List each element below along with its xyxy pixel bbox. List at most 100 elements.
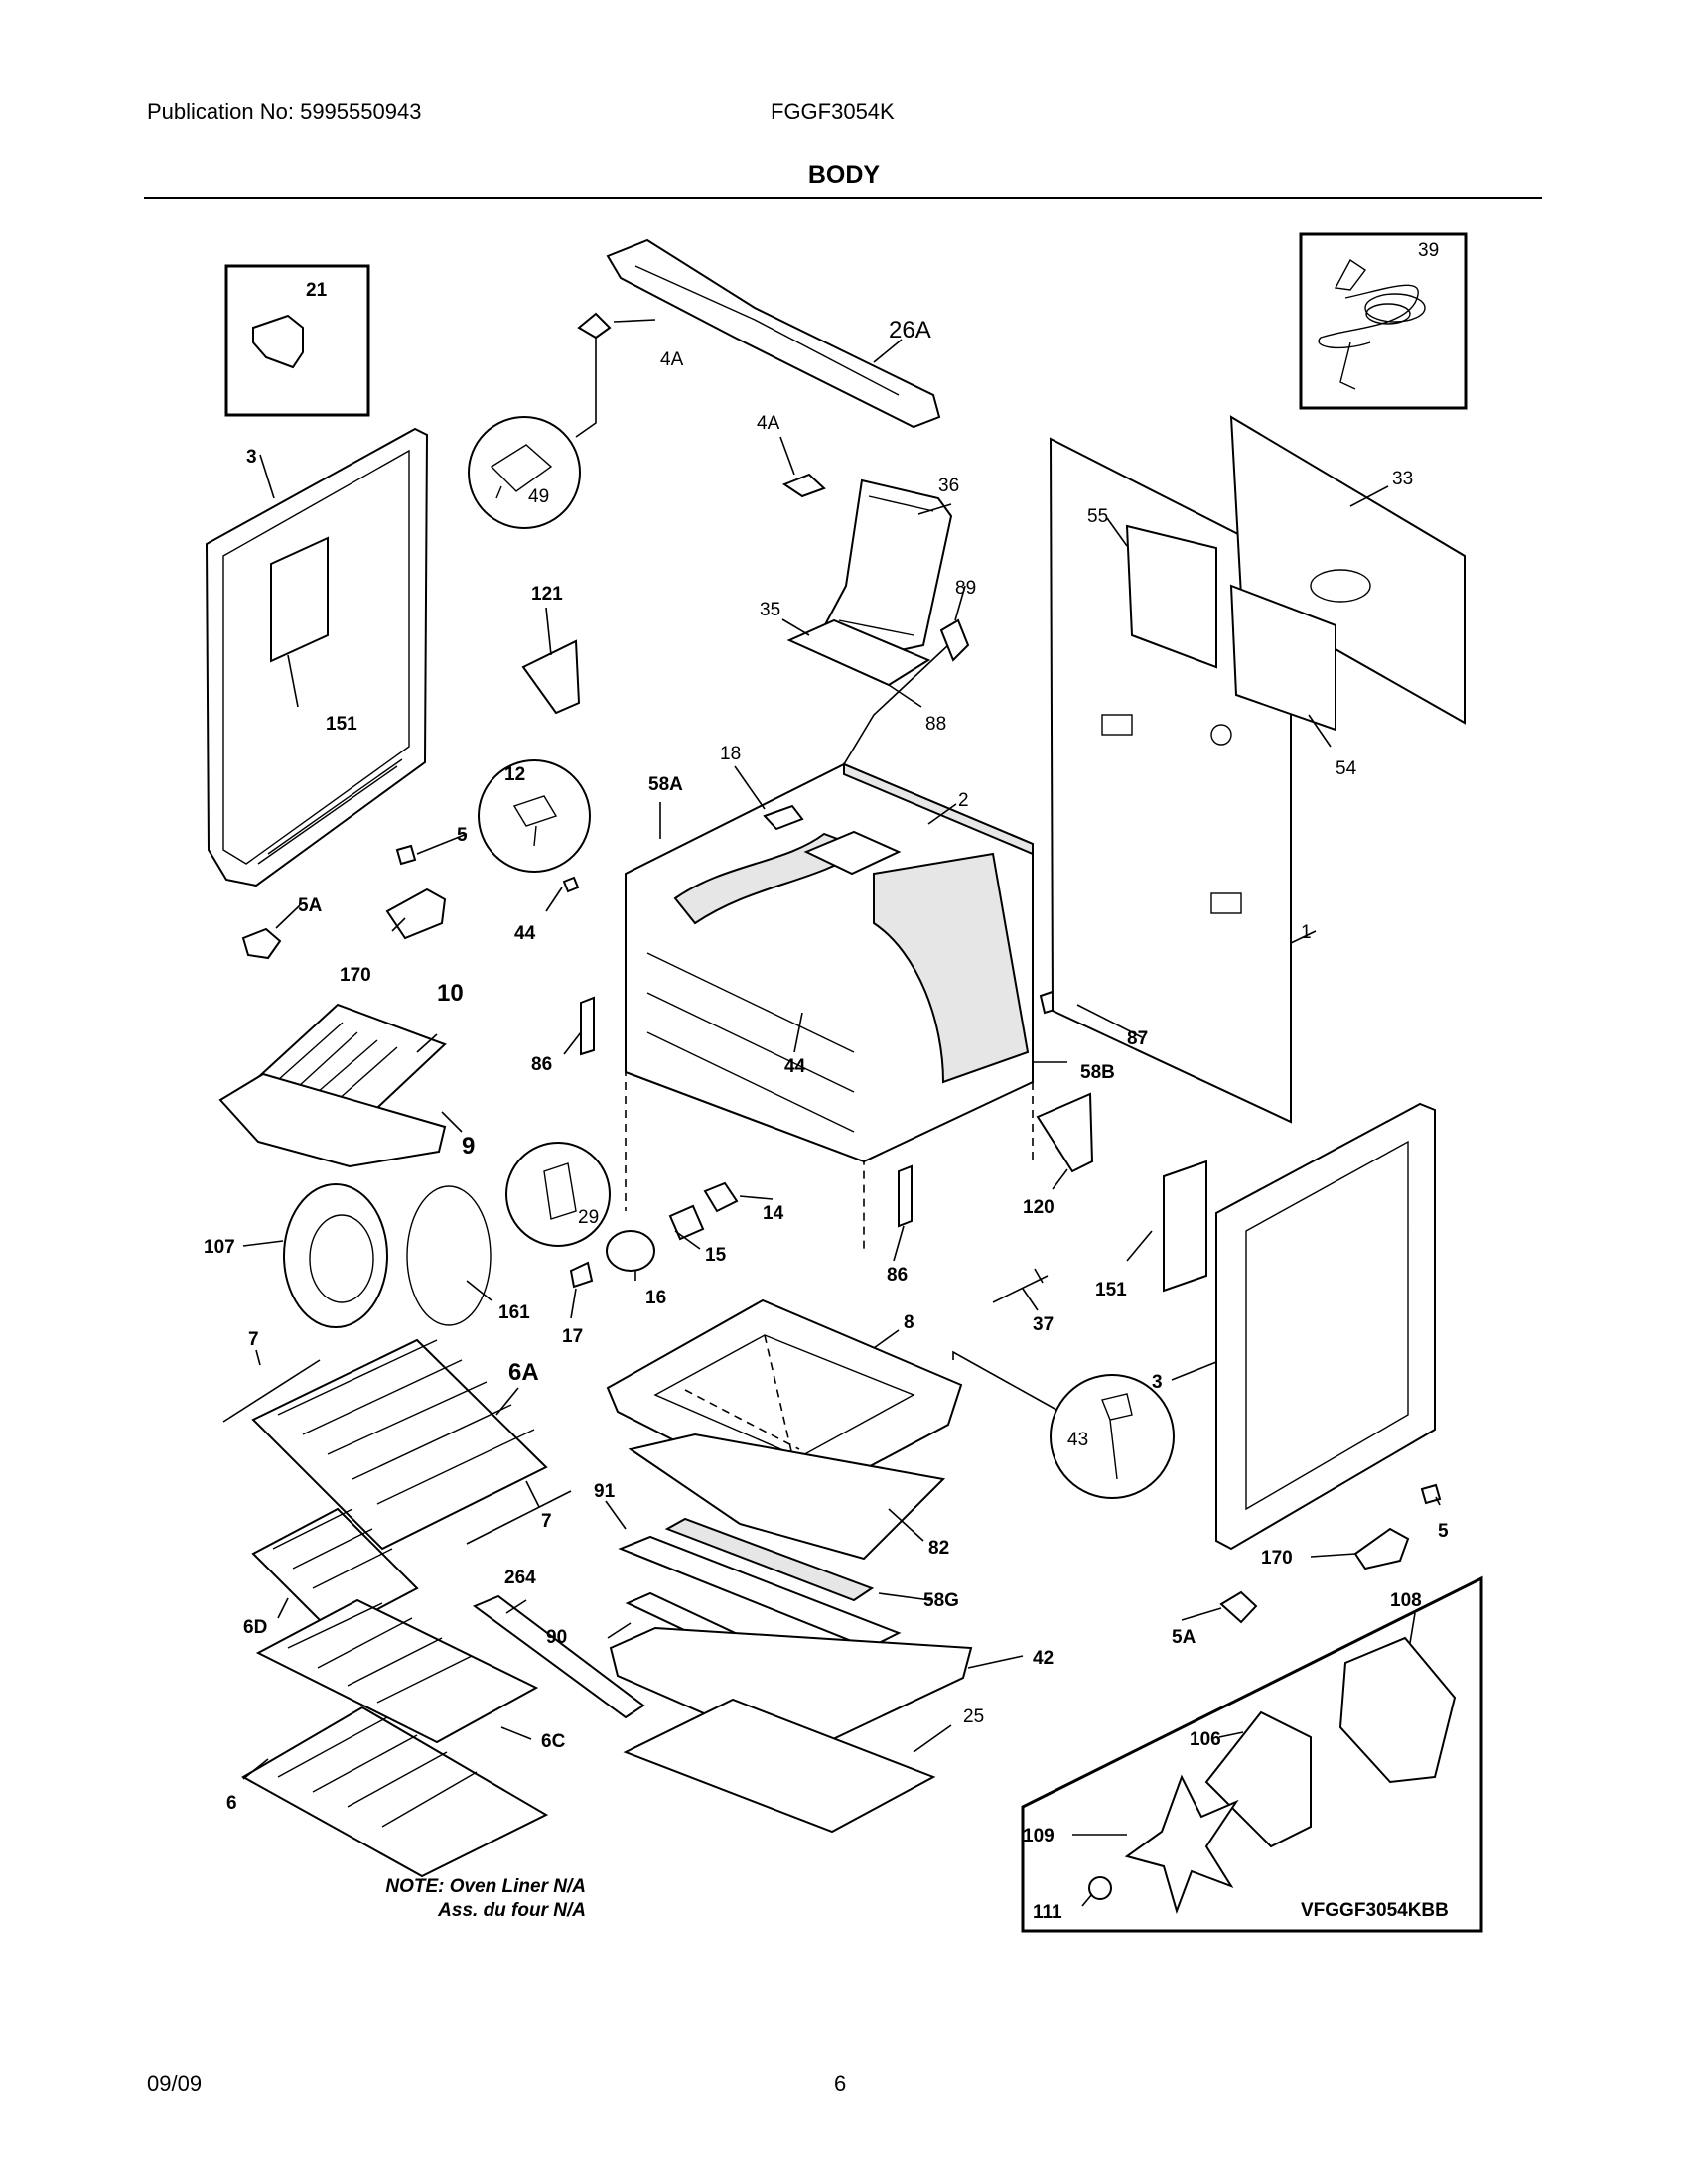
callout-106: 106	[1190, 1729, 1221, 1750]
callout-107: 107	[204, 1237, 235, 1258]
callout-86-left: 86	[531, 1054, 552, 1075]
callout-86-bottom: 86	[887, 1265, 908, 1286]
inset-box-fan	[1021, 1575, 1483, 1933]
callout-5a-right: 5A	[1172, 1627, 1196, 1648]
part-106-motor-bracket	[1204, 1710, 1312, 1848]
publication-number: Publication No: 5995550943	[147, 99, 422, 124]
callout-17: 17	[562, 1326, 583, 1347]
note-line-1: NOTE: Oven Liner N/A	[385, 1876, 586, 1897]
part-15-light-bulb	[668, 1204, 705, 1241]
callout-29: 29	[578, 1207, 599, 1228]
callout-111: 111	[1033, 1902, 1062, 1923]
callout-170-left: 170	[340, 965, 371, 986]
model-number: FGGF3054K	[771, 99, 895, 124]
callout-6: 6	[226, 1793, 237, 1814]
part-1-back-panel	[1049, 437, 1292, 1124]
callout-44-left: 44	[514, 923, 536, 944]
part-37-wire	[992, 1268, 1049, 1303]
part-9-broil-pan	[218, 1072, 447, 1168]
callout-6c: 6C	[541, 1731, 566, 1752]
callout-16: 16	[645, 1288, 666, 1308]
callout-3-left: 3	[246, 447, 257, 468]
callout-35: 35	[760, 600, 780, 620]
part-170-right-bracket	[1353, 1527, 1410, 1570]
part-5a-left-bracket	[241, 927, 282, 960]
callout-151-left: 151	[326, 714, 357, 735]
callout-10: 10	[437, 980, 464, 1007]
part-12-inset	[478, 759, 591, 873]
part-44-left-screw	[562, 876, 580, 893]
part-91-burner-bracket	[618, 1535, 902, 1650]
part-2-flue-collar	[803, 830, 902, 876]
part-109-fan-blade	[1124, 1774, 1239, 1915]
footer-page-number: 6	[834, 2071, 847, 2096]
part-89-bracket	[939, 618, 970, 662]
part-121-bracket	[521, 639, 581, 715]
callout-5-right: 5	[1438, 1521, 1449, 1542]
part-264-heat-shield	[472, 1594, 645, 1719]
part-29-inset	[505, 1142, 611, 1247]
part-49-inset	[468, 416, 581, 529]
part-86-left-bracket	[580, 996, 595, 1056]
part-3-right-side-panel	[1215, 1102, 1436, 1551]
inset-box-39	[1299, 232, 1468, 410]
callout-55: 55	[1087, 506, 1108, 527]
part-86-bottom-bracket	[898, 1164, 913, 1228]
part-16-light-lens	[606, 1230, 655, 1272]
part-111-fan-nut	[1088, 1876, 1112, 1900]
part-4a-top	[577, 312, 612, 340]
callout-labels: 21 39 26A 4A 4A 49 3 33 36 55 121 35 89 …	[204, 240, 1449, 1923]
callout-37: 37	[1033, 1314, 1054, 1335]
callout-58g: 58G	[923, 1590, 959, 1611]
part-39-power-cord	[1318, 258, 1426, 390]
part-151-left-bracket	[270, 536, 329, 663]
part-82-baffle	[628, 1433, 946, 1561]
leader-lines	[242, 319, 1441, 1907]
callout-6a: 6A	[508, 1359, 539, 1386]
callout-2: 2	[958, 790, 969, 811]
callout-121: 121	[531, 584, 563, 605]
callout-6d: 6D	[243, 1617, 267, 1638]
part-3-left-side-panel	[205, 427, 429, 887]
callout-36: 36	[938, 476, 959, 496]
part-6c-rack	[255, 1598, 539, 1744]
callout-109: 109	[1023, 1826, 1055, 1846]
part-5-right-screw	[1420, 1483, 1442, 1505]
part-6d-rack	[251, 1507, 419, 1635]
part-17-clip	[569, 1261, 594, 1289]
callout-7-bottom: 7	[541, 1511, 552, 1532]
callout-58a: 58A	[648, 774, 683, 795]
part-25-bottom-panel	[623, 1698, 936, 1834]
part-58g-insulation	[664, 1517, 875, 1602]
part-55-panel	[1125, 524, 1217, 669]
callout-5-left: 5	[457, 825, 468, 846]
callout-89: 89	[955, 578, 976, 599]
callout-42: 42	[1033, 1648, 1054, 1669]
note-line-2: Ass. du four N/A	[438, 1900, 586, 1921]
callout-9: 9	[462, 1133, 475, 1160]
callout-161: 161	[498, 1302, 530, 1323]
callout-21: 21	[306, 280, 328, 301]
oven-cavity-body	[625, 762, 1034, 1251]
callout-3-right: 3	[1152, 1372, 1163, 1393]
callout-33: 33	[1392, 469, 1413, 489]
inset-box-21	[224, 264, 370, 417]
part-7-bottom-rail	[466, 1490, 572, 1545]
callout-54: 54	[1336, 758, 1357, 779]
part-107-fan-cover	[283, 1183, 388, 1328]
callout-43: 43	[1067, 1430, 1088, 1450]
callout-18: 18	[720, 744, 741, 764]
callout-82: 82	[928, 1538, 949, 1559]
callout-88: 88	[925, 714, 946, 735]
callout-12: 12	[504, 764, 525, 785]
callout-170-right: 170	[1261, 1548, 1293, 1569]
header-rule	[144, 197, 1542, 199]
part-21-shape	[252, 314, 304, 369]
callout-15: 15	[705, 1245, 727, 1266]
part-4a-mid	[781, 473, 826, 498]
callout-49: 49	[528, 486, 549, 507]
part-5a-right-bracket	[1219, 1590, 1258, 1624]
callout-264: 264	[504, 1568, 536, 1588]
callout-4a-mid: 4A	[757, 413, 780, 434]
part-54-panel	[1229, 584, 1336, 732]
